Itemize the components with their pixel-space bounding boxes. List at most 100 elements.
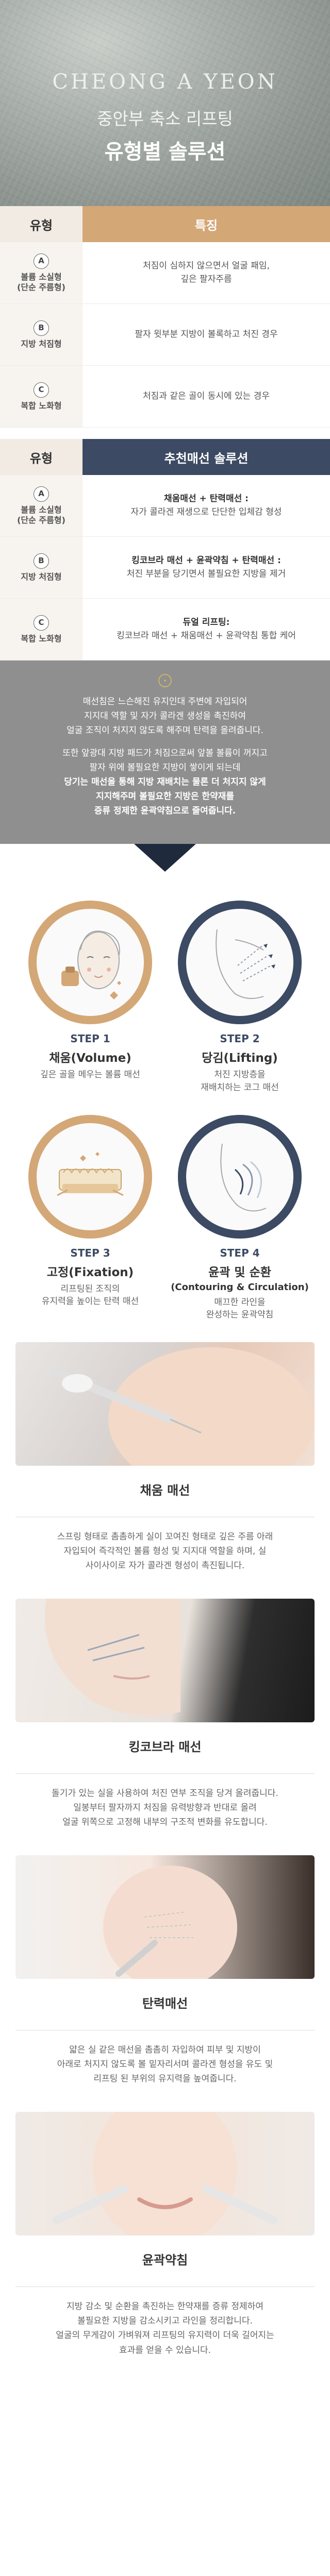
section-title: 채움 매선 (140, 1483, 190, 1498)
table-row: B 지방 처짐형 팔자 윗부분 지방이 볼록하고 처진 경우 (0, 304, 330, 366)
step-illustration (28, 901, 152, 1025)
hero-title: 유형별 솔루션 (104, 140, 226, 164)
solution-cell: 채움매선 + 탄력매선 : 자가 콜라겐 재생으로 단단한 입체감 형성 (82, 475, 330, 536)
table-row: C 복합 노화형 듀얼 리프팅: 킹코브라 매선 + 채움매선 + 윤곽약침 통… (0, 599, 330, 660)
type-label: 지방 처짐형 (21, 571, 62, 582)
type-feature-table: 유형 특징 A 볼륨 소실형 (단순 주름형) 처짐이 심하지 않으면서 얼굴 … (0, 206, 330, 428)
table-row: B 지방 처짐형 킹코브라 매선 + 윤곽약침 + 탄력매선 : 처진 부분을 … (0, 537, 330, 599)
feature-cell: 처짐이 심하지 않으면서 얼굴 패임, 깊은 팔자주름 (82, 242, 330, 303)
feature-cell: 처짐과 같은 골이 동시에 있는 경우 (82, 366, 330, 427)
hero-banner: CHEONG A YEON 중안부 축소 리프팅 유형별 솔루션 (0, 0, 330, 206)
face-elastic-illustration (103, 1866, 237, 1979)
treatment-photo (15, 1599, 315, 1723)
solution-cell: 킹코브라 매선 + 윤곽약침 + 탄력매선 : 처진 부분을 당기면서 볼필요한… (82, 537, 330, 598)
type-label: 복합 노화형 (21, 400, 62, 411)
step-number: STEP 4 (220, 1246, 260, 1259)
section-title: 킹코브라 매선 (128, 1740, 202, 1755)
chevron-down-icon (134, 844, 196, 872)
steps-grid: STEP 1 채움(Volume) 깊은 골을 메우는 볼륨 매선 STEP 2… (0, 880, 330, 1327)
type-label-sub: (단순 주름형) (17, 515, 65, 525)
badge-b: B (34, 553, 49, 569)
feature-line: 처짐이 심하지 않으면서 얼굴 패임, (143, 261, 270, 271)
divider (15, 2286, 315, 2287)
face-contour-injection-illustration (53, 2112, 277, 2236)
type-cell: C 복합 노화형 (0, 366, 82, 427)
section-title: 탄력매선 (142, 1996, 188, 2011)
solution-name: 채움매선 + 탄력매선 : (164, 494, 249, 504)
type-label: 복합 노화형 (21, 633, 62, 643)
header-solution: 추천매선 솔루션 (82, 439, 330, 475)
step-number: STEP 1 (70, 1032, 110, 1045)
divider (15, 1773, 315, 1774)
treatment-photo (15, 2112, 315, 2236)
badge-a: A (34, 253, 49, 269)
info-paragraph-2: 또한 앞광대 지방 패드가 처짐으로써 앞볼 볼륨이 꺼지고 팔자 위에 볼필요… (62, 748, 268, 817)
solution-desc: 자가 콜라겐 재생으로 단단한 입체감 형성 (130, 506, 282, 517)
header-type: 유형 (0, 439, 82, 475)
feature-cell: 팔자 윗부분 지방이 볼록하고 처진 경우 (82, 304, 330, 365)
treatment-photo (15, 1342, 315, 1466)
header-feature: 특징 (82, 206, 330, 242)
step-volume: STEP 1 채움(Volume) 깊은 골을 메우는 볼륨 매선 (15, 901, 165, 1094)
table-header: 유형 추천매선 솔루션 (0, 439, 330, 475)
face-touch-icon (61, 930, 121, 1000)
treatment-photo (15, 1855, 315, 1979)
face-lift-icon (216, 929, 275, 999)
type-label: 볼륨 소실형 (21, 504, 62, 515)
step-desc: 깊은 골을 메우는 볼륨 매선 (40, 1070, 140, 1080)
face-thread-illustration (44, 1599, 180, 1716)
step-number: STEP 2 (220, 1032, 260, 1045)
feature-line: 처짐과 같은 골이 동시에 있는 경우 (143, 391, 270, 401)
step-illustration (178, 1114, 302, 1239)
section-title: 윤곽약침 (142, 2253, 188, 2268)
type-cell: A 볼륨 소실형 (단순 주름형) (0, 242, 82, 303)
recommended-solution-table: 유형 추천매선 솔루션 A 볼륨 소실형 (단순 주름형) 채움매선 + 탄력매… (0, 439, 330, 660)
step-contouring: STEP 4 윤곽 및 순환(Contouring & Circulation)… (165, 1114, 315, 1321)
solution-name: 듀얼 리프팅: (183, 617, 230, 628)
tissue-layer-icon (57, 1151, 124, 1196)
type-label-sub: (단순 주름형) (17, 282, 65, 292)
badge-c: C (34, 615, 49, 631)
info-paragraph-1: 매선침은 느슨해진 유지인대 주변에 자입되어 지지대 역할 및 자가 콜라겐 … (67, 697, 263, 736)
type-cell: B 지방 처짐형 (0, 537, 82, 598)
step-name: 고정(Fixation) (46, 1265, 134, 1279)
step-number: STEP 3 (70, 1246, 110, 1259)
target-icon (158, 674, 172, 687)
type-cell: B 지방 처짐형 (0, 304, 82, 365)
badge-c: C (34, 382, 49, 398)
badge-b: B (34, 320, 49, 336)
solution-cell: 듀얼 리프팅: 킹코브라 매선 + 채움매선 + 윤곽약침 통합 케어 (82, 599, 330, 660)
brand-name: CHEONG A YEON (52, 70, 278, 94)
table-row: A 볼륨 소실형 (단순 주름형) 처짐이 심하지 않으면서 얼굴 패임, 깊은… (0, 242, 330, 304)
down-arrow-divider (0, 844, 330, 880)
face-contour-icon (220, 1143, 267, 1212)
section-desc: 돌기가 있는 실을 사용하여 처진 연부 조직을 당겨 올려줍니다.일봉부터 팔… (52, 1788, 278, 1828)
solution-desc: 처진 부분을 당기면서 볼필요한 지방을 제거 (126, 568, 286, 579)
header-type: 유형 (0, 206, 82, 242)
hero-subtitle: 중안부 축소 리프팅 (97, 109, 233, 129)
info-block: 매선침은 느슨해진 유지인대 주변에 자입되어 지지대 역할 및 자가 콜라겐 … (0, 660, 330, 844)
face-injection-illustration (53, 1347, 315, 1466)
badge-a: A (34, 486, 49, 502)
solution-desc: 킹코브라 매선 + 채움매선 + 윤곽약침 통합 케어 (117, 630, 296, 641)
step-name: 윤곽 및 순환(Contouring & Circulation) (171, 1265, 309, 1293)
step-illustration (28, 1114, 152, 1239)
type-cell: A 볼륨 소실형 (단순 주름형) (0, 475, 82, 536)
table-row: A 볼륨 소실형 (단순 주름형) 채움매선 + 탄력매선 : 자가 콜라겐 재… (0, 475, 330, 537)
feature-line: 팔자 윗부분 지방이 볼록하고 처진 경우 (135, 329, 278, 340)
step-illustration (178, 901, 302, 1025)
type-cell: C 복합 노화형 (0, 599, 82, 660)
solution-name: 킹코브라 매선 + 윤곽약침 + 탄력매선 : (131, 555, 281, 566)
table-row: C 복합 노화형 처짐과 같은 골이 동시에 있는 경우 (0, 366, 330, 428)
feature-line: 깊은 팔자주름 (180, 274, 232, 284)
step-name: 채움(Volume) (49, 1052, 131, 1065)
table-header: 유형 특징 (0, 206, 330, 242)
